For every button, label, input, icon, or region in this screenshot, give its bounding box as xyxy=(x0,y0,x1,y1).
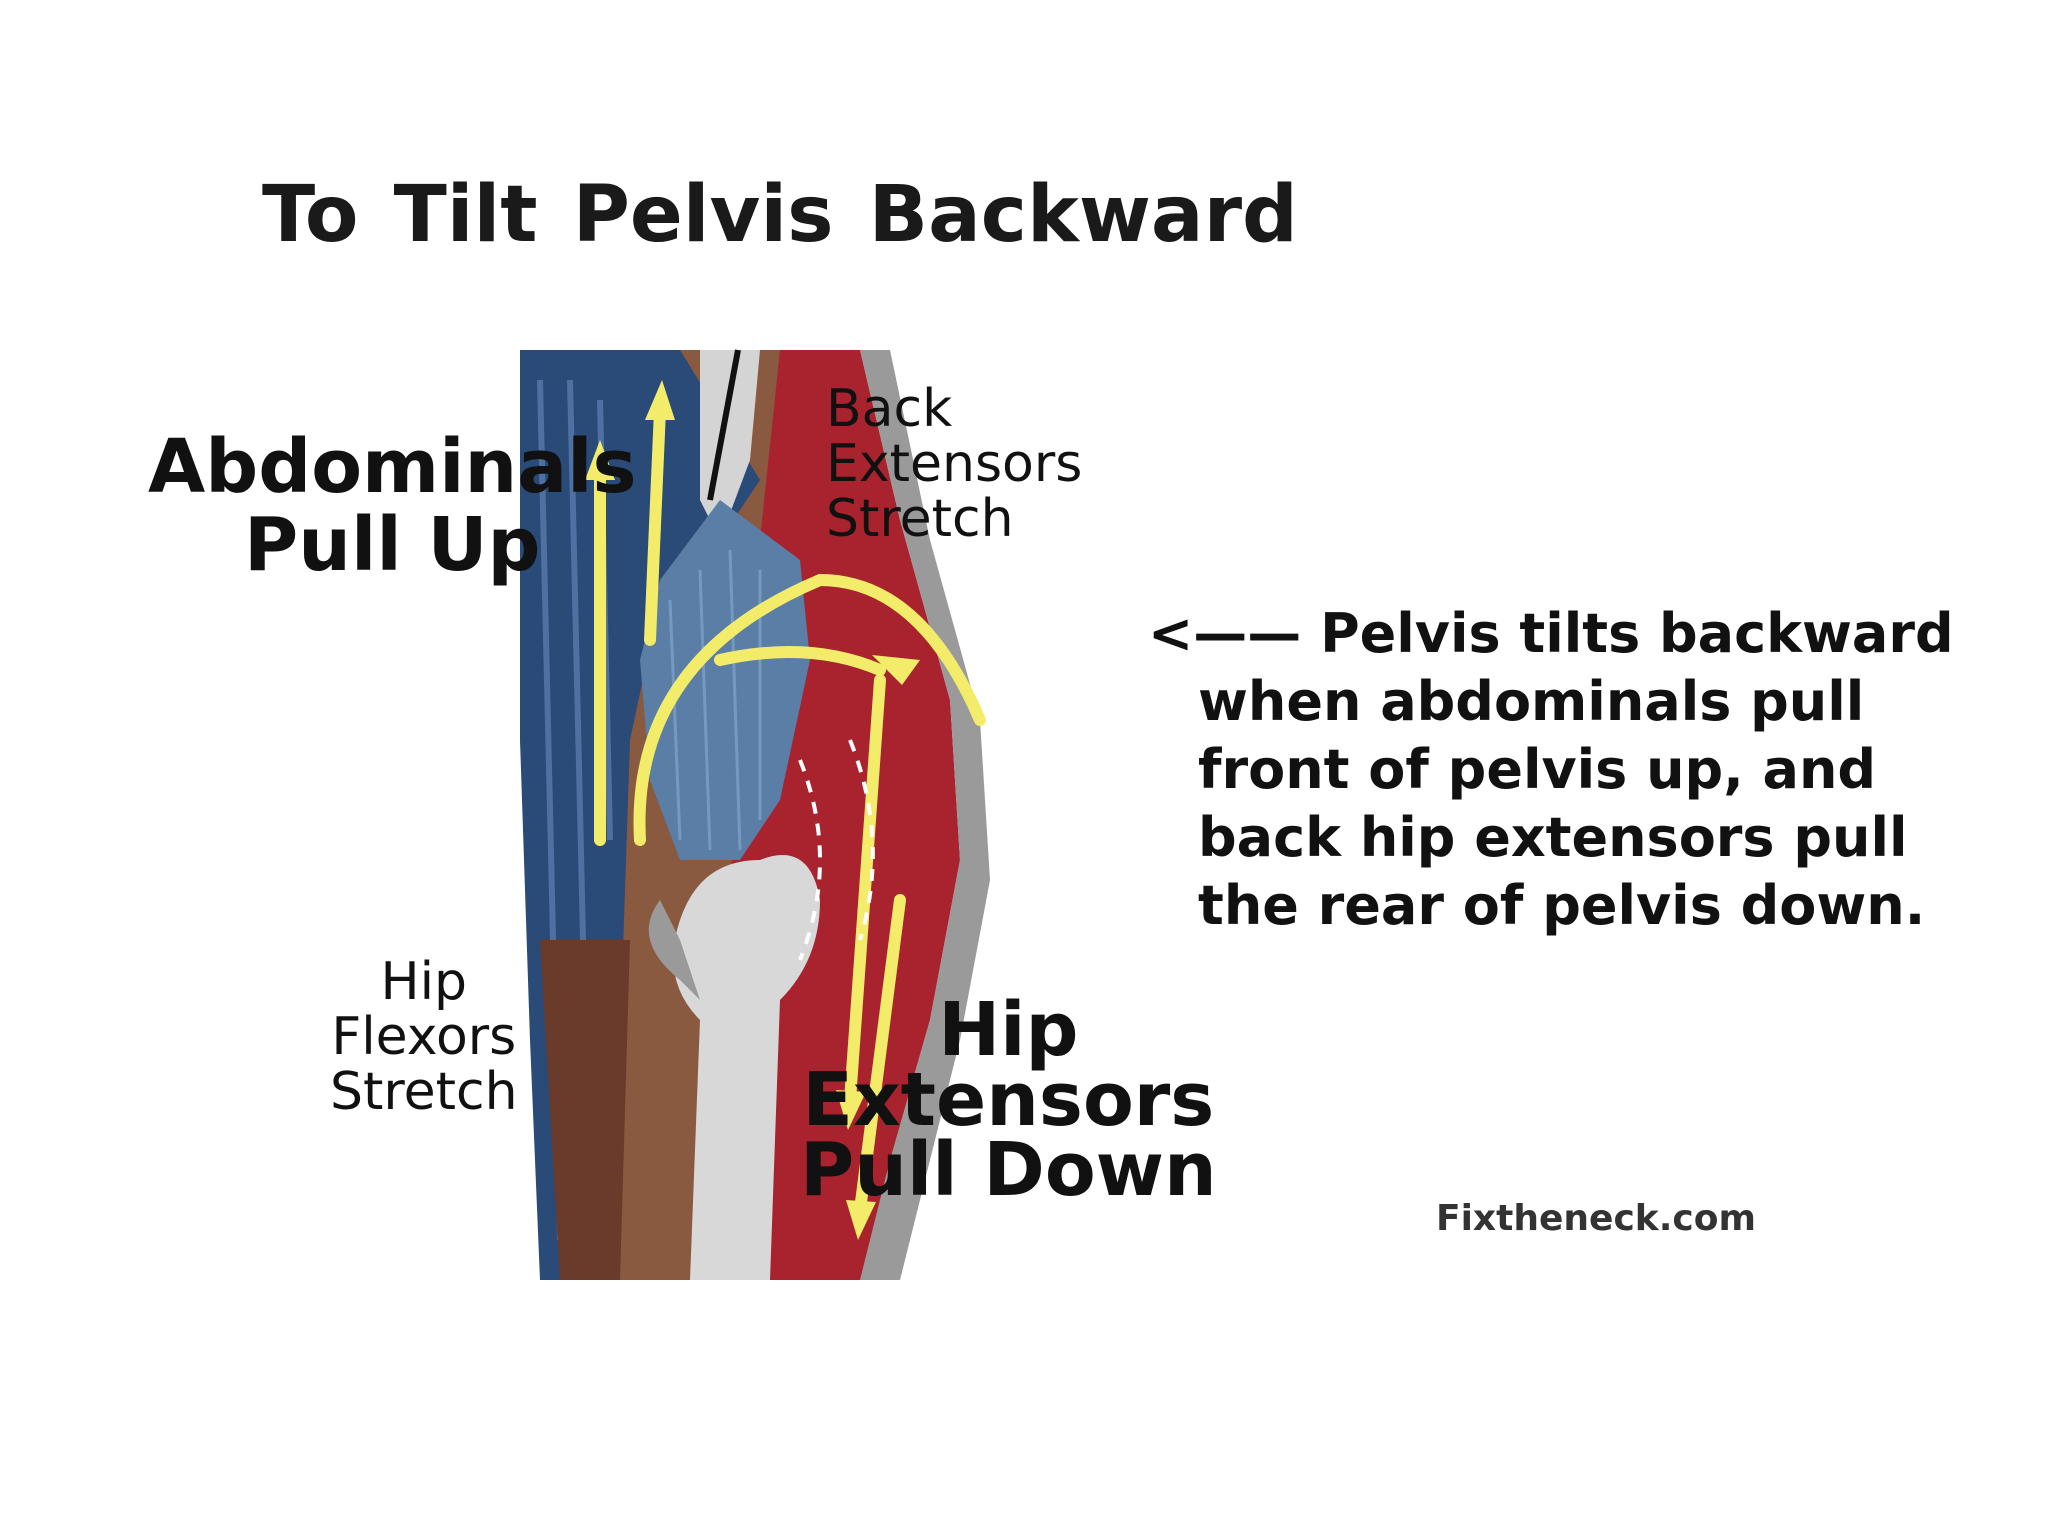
dashed-guide-lines xyxy=(798,739,875,961)
pelvis-anatomy-illustration xyxy=(520,349,990,1280)
source-credit: Fixtheneck.com xyxy=(1436,1198,1756,1239)
thigh-muscle xyxy=(540,940,630,1280)
hip-extensor-arrow-1 xyxy=(844,674,886,1106)
spine-bone xyxy=(700,350,760,540)
pelvis-anatomy-figure xyxy=(160,340,1240,1280)
pelvis-tilt-arrow xyxy=(714,646,886,676)
pelvis-tilt-note: <—— Pelvis tilts backward when abdominal… xyxy=(1148,602,1954,937)
muscle-pull-arrows xyxy=(594,404,986,1216)
hip-flexors-label: Hip Flexors Stretch xyxy=(330,952,518,1122)
back-outline xyxy=(860,350,990,1280)
page-title: To Tilt Pelvis Backward xyxy=(262,170,1298,260)
abdominals-label: Abdominals Pull Up xyxy=(148,424,637,588)
femur-bone xyxy=(673,855,820,1280)
pelvis-bone xyxy=(640,500,810,860)
abdominal-arrow-3 xyxy=(633,573,986,846)
back-extensors-label: Back Extensors Stretch xyxy=(826,379,1083,549)
hip-extensor-arrow-2 xyxy=(854,894,906,1216)
arrow-heads xyxy=(585,380,920,1240)
abdominal-arrow-2 xyxy=(644,404,666,646)
note-arrow: <—— xyxy=(1148,602,1302,665)
hip-extensors-label: Hip Extensors Pull Down xyxy=(800,987,1217,1213)
